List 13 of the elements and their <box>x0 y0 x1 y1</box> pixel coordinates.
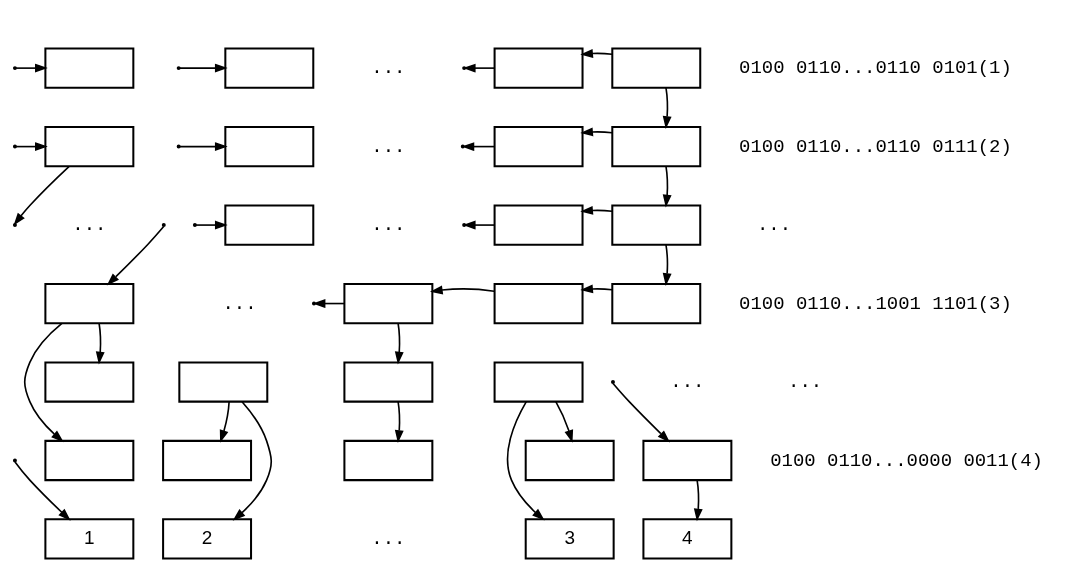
label: 0100 0110...0000 0011(4) <box>770 449 1043 472</box>
label: ... <box>756 214 792 237</box>
label: ... <box>670 371 705 394</box>
label: ... <box>788 371 823 394</box>
label: ... <box>371 57 406 80</box>
label: 0100 0110...0110 0111(2) <box>739 135 1012 158</box>
label: ... <box>222 292 257 315</box>
label: ... <box>371 135 406 158</box>
label: 0100 0110...0110 0101(1) <box>739 57 1012 80</box>
label: ... <box>371 214 406 237</box>
label: ... <box>371 527 406 550</box>
label: ... <box>72 214 107 237</box>
label: 0100 0110...1001 1101(3) <box>739 292 1012 315</box>
